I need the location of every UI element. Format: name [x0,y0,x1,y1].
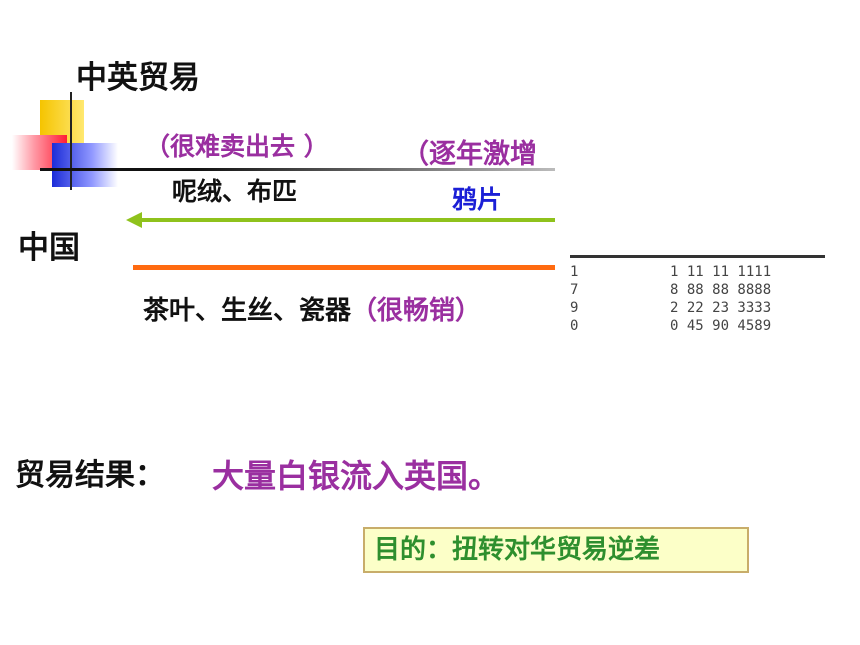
opium-label: 鸦片 [452,185,503,214]
tea-silk-porcelain-row: 茶叶、生丝、瓷器（很畅销） [143,290,481,327]
year-cell: 1 [570,264,579,280]
year-cell: 9 [570,300,579,316]
year-cell: 0 45 90 4589 [670,318,772,334]
year-cell: 0 [570,318,579,334]
decor-vertical-line [70,92,72,190]
wool-cloth-label: 呢绒、布匹 [172,177,298,206]
divider-line [40,168,555,171]
import-arrow-line [140,218,555,222]
year-table-rule [570,255,825,258]
export-line [133,265,555,270]
year-table-row: 9 2 22 23 3333 [570,299,771,317]
trade-result-label: 贸易结果： [15,458,165,493]
goal-box: 目的：扭转对华贸易逆差 [363,527,749,573]
import-arrow-head-icon [126,212,142,228]
tea-sales-note: （很畅销） [351,296,482,326]
year-cell: 7 [570,282,579,298]
year-table: 1 1 11 11 1111 7 8 88 88 8888 9 2 22 23 … [570,263,771,335]
year-cell: 1 11 11 1111 [670,264,772,280]
year-table-row: 1 1 11 11 1111 [570,263,771,281]
page-title: 中英贸易 [76,60,200,96]
year-cell: 2 22 23 3333 [670,300,772,316]
opium-increase-note: （逐年激增 [402,139,537,170]
wool-sales-note: （很难卖出去 ） [145,132,329,161]
china-label: 中国 [18,230,80,266]
year-cell: 8 88 88 8888 [670,282,772,298]
trade-result-text: 大量白银流入英国。 [212,457,501,495]
tea-silk-porcelain-label: 茶叶、生丝、瓷器 [143,296,352,326]
year-table-row: 0 0 45 90 4589 [570,317,771,335]
year-table-row: 7 8 88 88 8888 [570,281,771,299]
decor-blue-block [52,143,118,187]
